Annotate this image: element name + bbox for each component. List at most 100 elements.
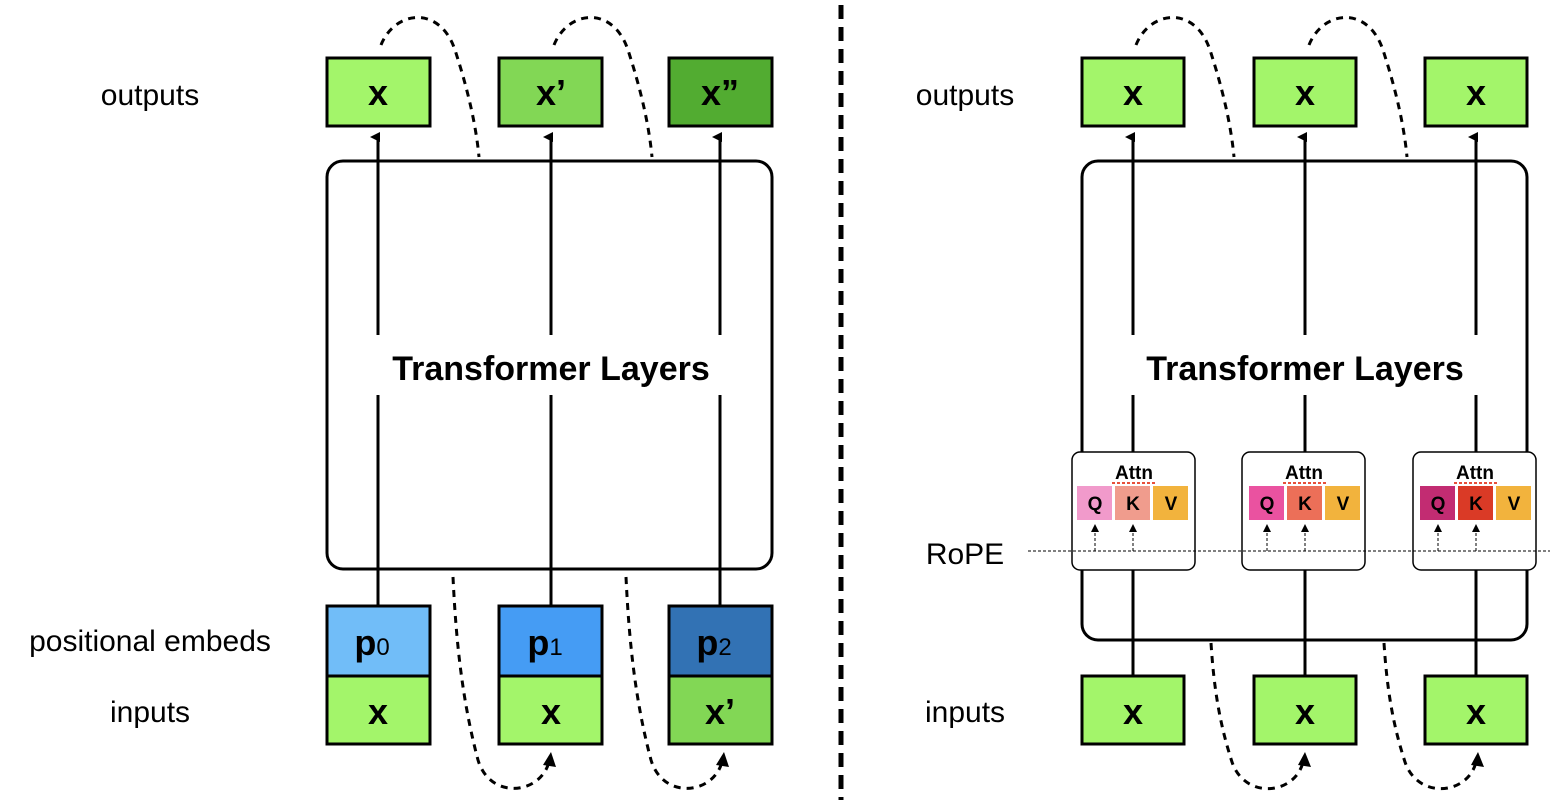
arrowhead-icon bbox=[1129, 524, 1137, 532]
left-top-feedback-arcs bbox=[379, 16, 654, 158]
left-panel: outputs positional embeds inputs Transfo… bbox=[29, 16, 774, 790]
output-token-label: x bbox=[1466, 72, 1486, 113]
arrowhead-icon bbox=[716, 752, 729, 767]
key-box bbox=[1287, 486, 1322, 520]
pe-symbol: p bbox=[696, 622, 718, 663]
query-label: Q bbox=[1431, 494, 1446, 515]
arrowhead-icon bbox=[1301, 524, 1309, 532]
inputs-row-label: inputs bbox=[925, 696, 1005, 729]
positional-embed-box bbox=[497, 604, 604, 678]
pe-symbol: p bbox=[354, 622, 376, 663]
input-token-label: x bbox=[368, 691, 388, 732]
feedback-arc-bottom bbox=[624, 576, 724, 790]
right-output-tokens: x x x bbox=[1080, 56, 1529, 128]
attention-block: Attn Q K V bbox=[1241, 451, 1366, 571]
outputs-row-label: outputs bbox=[101, 79, 199, 112]
feedback-arc-top bbox=[379, 16, 481, 158]
positional-embeds-row-label: positional embeds bbox=[29, 625, 271, 658]
value-label: V bbox=[1508, 494, 1521, 515]
outputs-row-label: outputs bbox=[916, 79, 1014, 112]
output-token-label: x” bbox=[701, 72, 739, 113]
arrowhead-icon bbox=[1434, 524, 1442, 532]
query-box bbox=[1249, 486, 1284, 520]
right-token-paths bbox=[1125, 132, 1478, 676]
key-label: K bbox=[1298, 494, 1312, 515]
key-label: K bbox=[1469, 494, 1483, 515]
value-label: V bbox=[1337, 494, 1350, 515]
left-positional-embeds: p0 p1 p2 bbox=[325, 604, 774, 678]
input-token-box bbox=[1252, 674, 1358, 746]
input-token-box bbox=[325, 674, 432, 746]
query-label: Q bbox=[1088, 494, 1103, 515]
arrowhead-icon bbox=[1472, 524, 1480, 532]
rope-connector bbox=[1028, 530, 1550, 552]
pe-subscript: 1 bbox=[549, 634, 562, 661]
output-token-box bbox=[1252, 56, 1358, 128]
right-input-tokens: x x x bbox=[1080, 674, 1529, 746]
key-label: K bbox=[1126, 494, 1140, 515]
value-box bbox=[1153, 486, 1188, 520]
output-token-box bbox=[1080, 56, 1186, 128]
input-token-box bbox=[667, 674, 774, 746]
rope-label: RoPE bbox=[926, 538, 1004, 571]
transformer-layers-title: Transformer Layers bbox=[1146, 350, 1464, 388]
value-box bbox=[1325, 486, 1360, 520]
inputs-row-label: inputs bbox=[110, 696, 190, 729]
positional-embed-label: p0 bbox=[354, 622, 389, 663]
query-box bbox=[1420, 486, 1455, 520]
feedback-arc-bottom bbox=[451, 576, 551, 790]
arrowhead-icon bbox=[1091, 524, 1099, 532]
right-panel: outputs RoPE inputs Transformer Layers x… bbox=[916, 16, 1550, 791]
positional-embed-box bbox=[667, 604, 774, 678]
output-token-box bbox=[667, 56, 774, 128]
feedback-arc-top bbox=[1134, 16, 1236, 158]
input-token-label: x bbox=[1123, 691, 1143, 732]
input-token-box bbox=[1080, 674, 1186, 746]
feedback-arc-top bbox=[552, 16, 654, 158]
left-bottom-feedback-arcs bbox=[451, 576, 724, 790]
query-box bbox=[1077, 486, 1112, 520]
right-top-feedback-arcs bbox=[1134, 16, 1409, 158]
left-token-paths bbox=[370, 132, 722, 605]
feedback-arc-top bbox=[1307, 16, 1409, 158]
key-box bbox=[1115, 486, 1150, 520]
attention-block: Attn Q K V bbox=[1412, 451, 1537, 571]
arrowhead-icon bbox=[1263, 524, 1271, 532]
positional-embed-label: p2 bbox=[696, 622, 731, 663]
arrowhead-icon bbox=[543, 752, 556, 767]
attn-title: Attn bbox=[1115, 463, 1153, 484]
key-box bbox=[1458, 486, 1493, 520]
rope-arrowheads bbox=[1091, 524, 1480, 532]
query-label: Q bbox=[1260, 494, 1275, 515]
arrowhead-icon bbox=[1298, 752, 1311, 767]
transformer-layers-title: Transformer Layers bbox=[392, 350, 710, 388]
output-token-label: x bbox=[1295, 72, 1315, 113]
attention-block: Attn Q K V bbox=[1071, 451, 1196, 571]
attn-title: Attn bbox=[1285, 463, 1323, 484]
pe-symbol: p bbox=[527, 622, 549, 663]
feedback-arc-bottom bbox=[1382, 642, 1478, 791]
output-token-box bbox=[1423, 56, 1529, 128]
output-token-label: x bbox=[368, 72, 388, 113]
input-token-box bbox=[1423, 674, 1529, 746]
pe-subscript: 2 bbox=[718, 634, 731, 661]
attn-title: Attn bbox=[1456, 463, 1494, 484]
input-token-box bbox=[497, 674, 604, 746]
positional-embed-label: p1 bbox=[527, 622, 562, 663]
output-token-label: x bbox=[1123, 72, 1143, 113]
left-input-tokens: x x x’ bbox=[325, 674, 774, 746]
feedback-arc-bottom bbox=[1209, 642, 1305, 791]
output-token-label: x’ bbox=[536, 72, 566, 113]
output-token-box bbox=[497, 56, 604, 128]
value-label: V bbox=[1165, 494, 1178, 515]
pe-subscript: 0 bbox=[376, 634, 389, 661]
output-token-box bbox=[325, 56, 432, 128]
input-token-label: x bbox=[1295, 691, 1315, 732]
input-token-label: x’ bbox=[705, 691, 735, 732]
positional-embed-box bbox=[325, 604, 432, 678]
input-token-label: x bbox=[1466, 691, 1486, 732]
arrowhead-icon bbox=[1471, 752, 1484, 767]
right-bottom-feedback-arcs bbox=[1209, 642, 1478, 791]
value-box bbox=[1496, 486, 1531, 520]
